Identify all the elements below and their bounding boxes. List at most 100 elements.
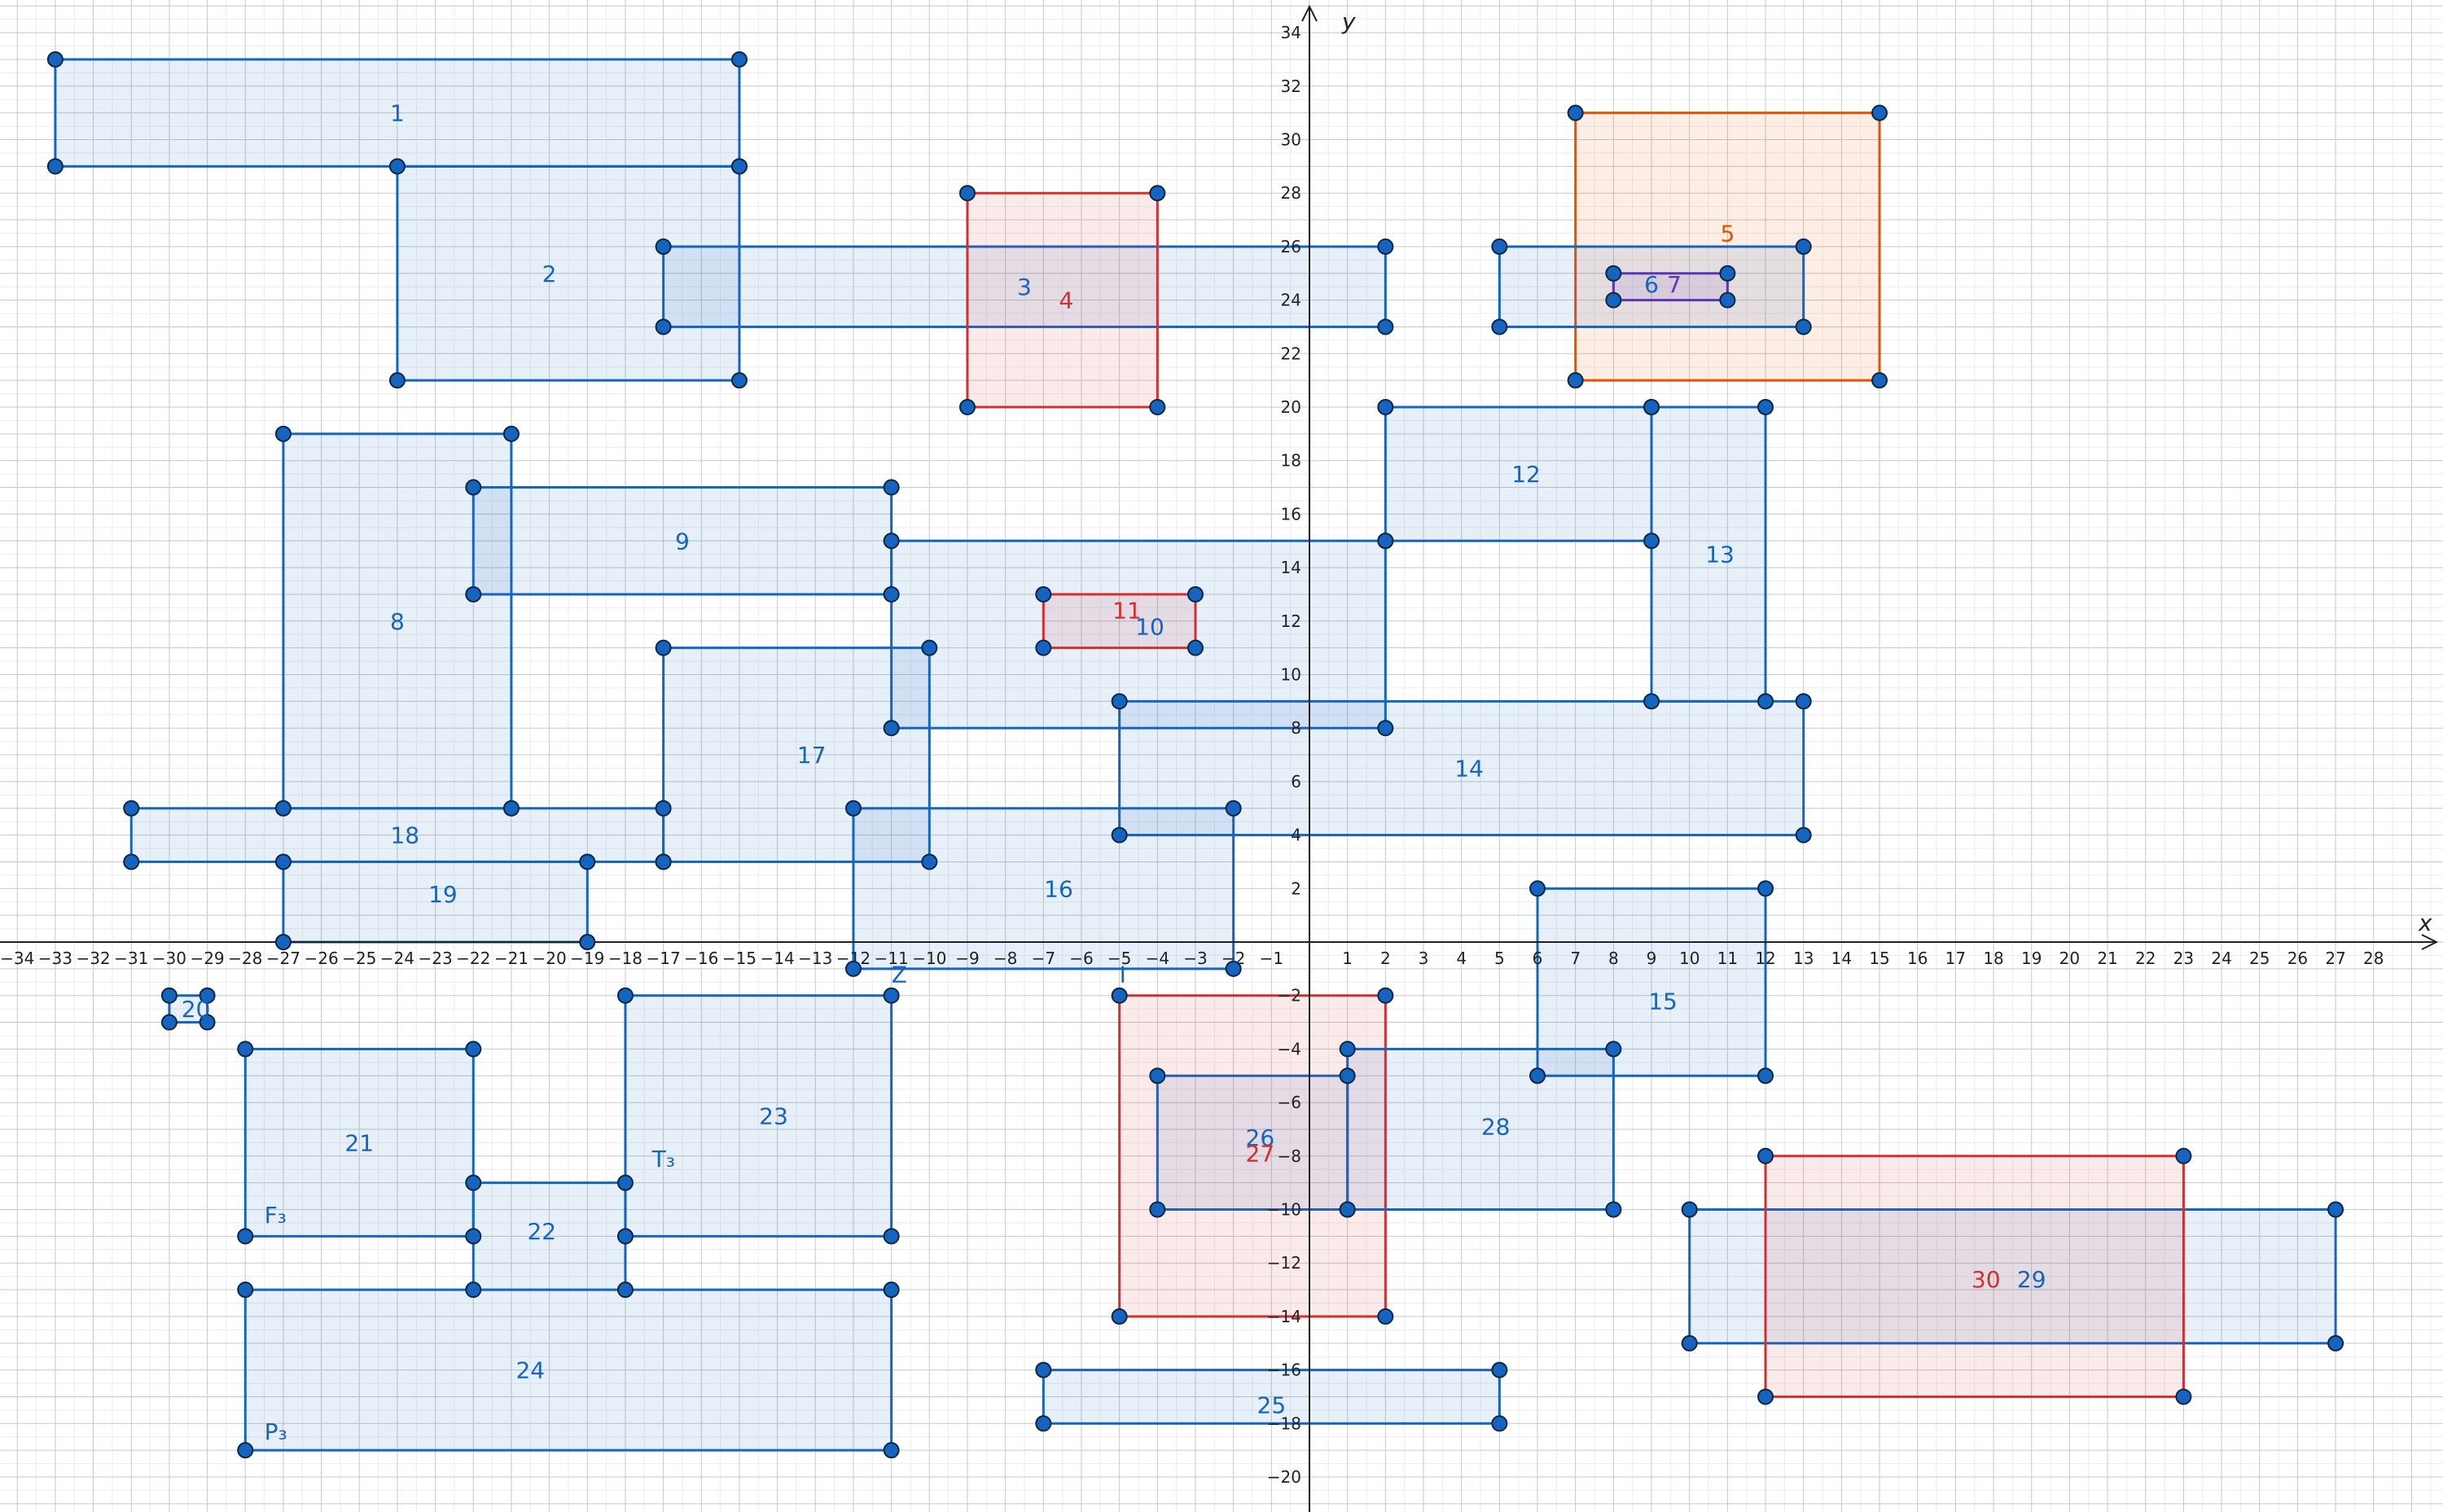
vertex-point[interactable]	[1757, 1147, 1774, 1164]
vertex-point[interactable]	[1491, 318, 1508, 335]
vertex-point[interactable]	[883, 479, 900, 496]
vertex-point[interactable]	[2327, 1201, 2344, 1218]
vertex-point[interactable]	[1567, 372, 1584, 389]
rectangle-29[interactable]	[1688, 1208, 2337, 1345]
rectangle-11[interactable]	[1042, 593, 1197, 650]
vertex-point[interactable]	[1149, 185, 1166, 202]
vertex-point[interactable]	[1111, 987, 1128, 1004]
vertex-point[interactable]	[1605, 291, 1622, 309]
vertex-point[interactable]	[1567, 104, 1584, 121]
vertex-point[interactable]	[1377, 987, 1394, 1004]
vertex-point[interactable]	[1377, 318, 1394, 335]
vertex-point[interactable]	[1111, 693, 1128, 710]
vertex-point[interactable]	[123, 800, 140, 817]
vertex-point[interactable]	[1339, 1201, 1356, 1218]
vertex-point[interactable]	[1681, 1335, 1698, 1352]
vertex-point[interactable]	[388, 158, 406, 175]
vertex-point[interactable]	[1643, 532, 1660, 550]
vertex-point[interactable]	[1225, 800, 1242, 817]
vertex-point[interactable]	[199, 987, 216, 1004]
vertex-point[interactable]	[655, 639, 672, 656]
vertex-point[interactable]	[274, 853, 292, 870]
vertex-point[interactable]	[2175, 1388, 2192, 1405]
vertex-point[interactable]	[1757, 880, 1774, 897]
vertex-point[interactable]	[465, 585, 482, 603]
vertex-point[interactable]	[616, 1174, 634, 1191]
vertex-point[interactable]	[237, 1228, 254, 1245]
vertex-point[interactable]	[1035, 1361, 1052, 1378]
vertex-point[interactable]	[1871, 104, 1888, 121]
rectangle-2[interactable]	[396, 164, 741, 382]
vertex-point[interactable]	[465, 1282, 482, 1299]
vertex-point[interactable]	[274, 934, 292, 950]
vertex-point[interactable]	[616, 987, 634, 1004]
vertex-point[interactable]	[1149, 1067, 1166, 1085]
vertex-point[interactable]	[844, 960, 862, 977]
vertex-point[interactable]	[883, 1282, 900, 1299]
vertex-point[interactable]	[579, 934, 596, 950]
vertex-point[interactable]	[160, 987, 178, 1004]
vertex-point[interactable]	[1186, 639, 1204, 656]
vertex-point[interactable]	[1605, 1201, 1622, 1218]
vertex-point[interactable]	[730, 50, 748, 68]
vertex-point[interactable]	[1377, 720, 1394, 737]
vertex-point[interactable]	[1757, 693, 1774, 710]
vertex-point[interactable]	[1377, 238, 1394, 255]
vertex-point[interactable]	[1491, 1415, 1508, 1432]
vertex-point[interactable]	[1795, 693, 1812, 710]
vertex-point[interactable]	[655, 800, 672, 817]
vertex-point[interactable]	[1035, 585, 1052, 603]
vertex-point[interactable]	[921, 853, 938, 870]
vertex-point[interactable]	[1377, 1308, 1394, 1325]
vertex-point[interactable]	[274, 800, 292, 817]
vertex-point[interactable]	[655, 318, 672, 335]
rectangle-17[interactable]	[662, 646, 931, 863]
vertex-point[interactable]	[655, 853, 672, 870]
vertex-point[interactable]	[883, 987, 900, 1004]
vertex-point[interactable]	[46, 158, 64, 175]
vertex-point[interactable]	[1643, 399, 1660, 415]
rectangle-3[interactable]	[662, 245, 1387, 328]
rectangle-1[interactable]	[54, 58, 741, 168]
vertex-point[interactable]	[1757, 1067, 1774, 1085]
vertex-point[interactable]	[1111, 1308, 1128, 1325]
rectangle-13[interactable]	[1650, 405, 1767, 703]
vertex-point[interactable]	[1795, 318, 1812, 335]
vertex-point[interactable]	[1719, 265, 1736, 282]
vertex-point[interactable]	[1871, 372, 1888, 389]
rectangle-6[interactable]	[1498, 245, 1805, 328]
vertex-point[interactable]	[388, 372, 406, 389]
vertex-point[interactable]	[1225, 960, 1242, 977]
vertex-point[interactable]	[1339, 1041, 1356, 1058]
vertex-point[interactable]	[237, 1282, 254, 1299]
vertex-point[interactable]	[1111, 826, 1128, 844]
vertex-point[interactable]	[1339, 1067, 1356, 1085]
rectangle-4[interactable]	[966, 191, 1159, 409]
vertex-point[interactable]	[921, 639, 938, 656]
rectangle-19[interactable]	[282, 860, 589, 944]
vertex-point[interactable]	[123, 853, 140, 870]
vertex-point[interactable]	[1491, 1361, 1508, 1378]
vertex-point[interactable]	[1035, 1415, 1052, 1432]
vertex-point[interactable]	[46, 50, 64, 68]
vertex-point[interactable]	[1795, 826, 1812, 844]
vertex-point[interactable]	[2175, 1147, 2192, 1164]
rectangle-10[interactable]	[890, 539, 1387, 730]
vertex-point[interactable]	[1186, 585, 1204, 603]
vertex-point[interactable]	[844, 800, 862, 817]
vertex-point[interactable]	[1149, 399, 1166, 415]
vertex-point[interactable]	[1377, 399, 1394, 415]
vertex-point[interactable]	[465, 479, 482, 496]
vertex-point[interactable]	[465, 1174, 482, 1191]
vertex-point[interactable]	[883, 720, 900, 737]
vertex-point[interactable]	[883, 585, 900, 603]
vertex-point[interactable]	[1719, 291, 1736, 309]
vertex-point[interactable]	[1643, 693, 1660, 710]
rectangle-25[interactable]	[1042, 1369, 1501, 1425]
vertex-point[interactable]	[883, 1442, 900, 1459]
vertex-point[interactable]	[502, 425, 520, 442]
vertex-point[interactable]	[274, 425, 292, 442]
vertex-point[interactable]	[237, 1041, 254, 1058]
vertex-point[interactable]	[1529, 880, 1546, 897]
